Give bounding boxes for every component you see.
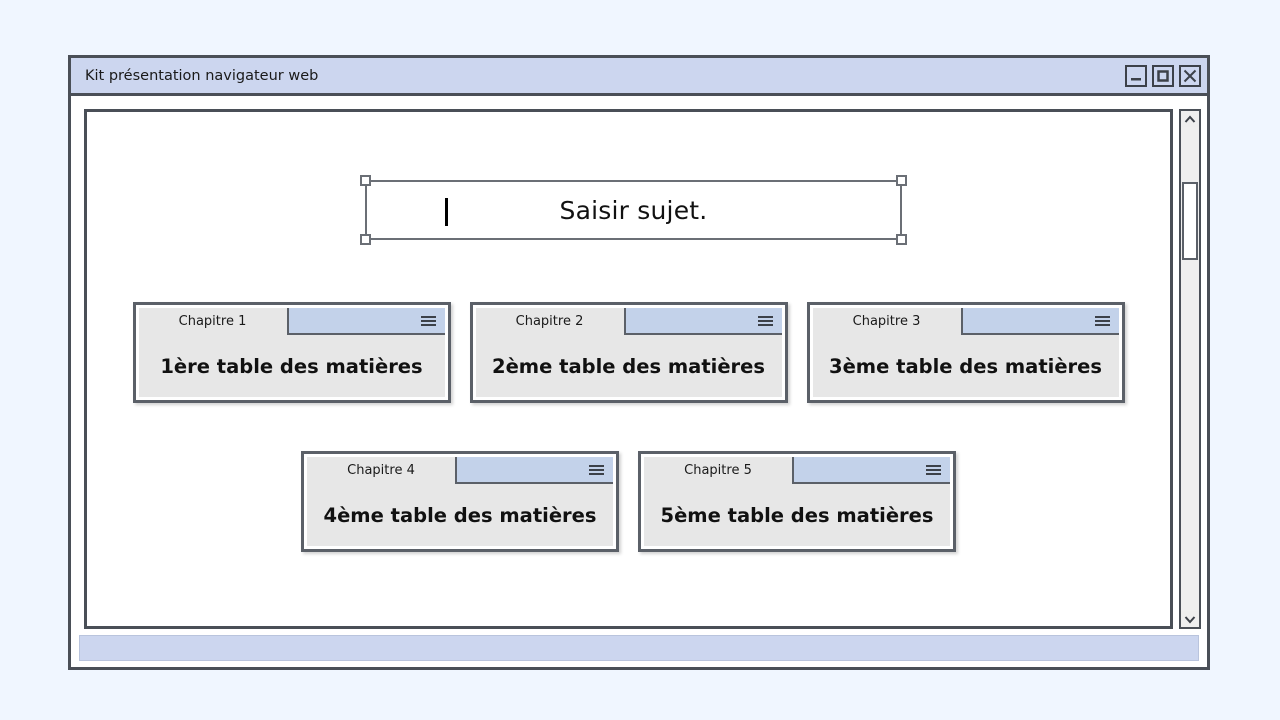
window-title-bar[interactable]: Kit présentation navigateur web — [71, 58, 1207, 96]
card-tab-2[interactable]: Chapitre 2 — [475, 308, 626, 335]
card-titlebar-1 — [288, 308, 445, 335]
scroll-up-button[interactable] — [1181, 111, 1199, 127]
card-tab-3[interactable]: Chapitre 3 — [812, 308, 963, 335]
card-titlebar-5 — [794, 457, 950, 484]
card-content-text-2: 2ème table des matières — [492, 354, 765, 378]
text-caret — [445, 198, 448, 226]
scrollbar-thumb[interactable] — [1182, 182, 1198, 260]
chapter-card-3[interactable]: Chapitre 3 3ème table des matières — [806, 302, 1125, 403]
chapter-card-2[interactable]: Chapitre 2 2ème table des matières — [469, 302, 788, 403]
status-bar — [79, 635, 1199, 661]
chevron-down-icon — [1184, 615, 1196, 623]
application-window: Kit présentation navigateur web — [68, 55, 1210, 670]
card-tab-label-2: Chapitre 2 — [515, 314, 584, 329]
chapter-cards-row-1: Chapitre 1 1ère table des matières — [87, 302, 1170, 403]
card-content-text-1: 1ère table des matières — [160, 354, 423, 378]
title-text-box[interactable]: Saisir sujet. — [360, 175, 907, 245]
hamburger-menu-icon-1[interactable] — [420, 315, 436, 326]
hamburger-menu-icon-2[interactable] — [757, 315, 773, 326]
chevron-up-icon — [1184, 115, 1196, 123]
card-top-4: Chapitre 4 — [307, 457, 613, 484]
card-content-text-5: 5ème table des matières — [660, 503, 934, 527]
window-controls — [1125, 64, 1201, 87]
window-body: Saisir sujet. Chapitre 1 — [71, 96, 1207, 629]
minimize-button[interactable] — [1125, 64, 1147, 87]
card-top-2: Chapitre 2 — [475, 308, 782, 335]
title-placeholder-text: Saisir sujet. — [559, 195, 708, 225]
card-content-5[interactable]: 5ème table des matières — [644, 484, 950, 546]
maximize-icon — [1157, 69, 1169, 82]
chapter-cards-area: Chapitre 1 1ère table des matières — [87, 302, 1170, 552]
hamburger-menu-icon-5[interactable] — [926, 464, 941, 475]
scroll-down-button[interactable] — [1181, 611, 1199, 627]
maximize-button[interactable] — [1152, 64, 1174, 87]
chapter-card-4[interactable]: Chapitre 4 4ème table des matières — [301, 451, 619, 552]
card-tab-5[interactable]: Chapitre 5 — [644, 457, 794, 484]
minimize-icon — [1131, 77, 1141, 80]
card-content-text-3: 3ème table des matières — [829, 354, 1102, 378]
card-content-1[interactable]: 1ère table des matières — [138, 335, 445, 397]
card-top-1: Chapitre 1 — [138, 308, 445, 335]
card-content-4[interactable]: 4ème table des matières — [307, 484, 613, 546]
card-titlebar-4 — [457, 457, 613, 484]
card-titlebar-2 — [625, 308, 782, 335]
card-content-text-4: 4ème table des matières — [323, 503, 597, 527]
resize-handle-bottom-right[interactable] — [896, 234, 907, 245]
hamburger-menu-icon-3[interactable] — [1094, 315, 1110, 326]
card-top-5: Chapitre 5 — [644, 457, 950, 484]
close-icon — [1183, 69, 1197, 82]
slide-canvas[interactable]: Saisir sujet. Chapitre 1 — [84, 109, 1173, 629]
card-tab-4[interactable]: Chapitre 4 — [307, 457, 457, 484]
chapter-card-5[interactable]: Chapitre 5 5ème table des matières — [638, 451, 956, 552]
vertical-scrollbar[interactable] — [1179, 109, 1201, 629]
card-tab-label-1: Chapitre 1 — [178, 314, 247, 329]
close-button[interactable] — [1179, 64, 1201, 87]
card-content-2[interactable]: 2ème table des matières — [475, 335, 782, 397]
card-content-3[interactable]: 3ème table des matières — [812, 335, 1119, 397]
resize-handle-bottom-left[interactable] — [360, 234, 371, 245]
card-tab-label-4: Chapitre 4 — [347, 463, 415, 478]
card-tab-label-5: Chapitre 5 — [684, 463, 752, 478]
hamburger-menu-icon-4[interactable] — [589, 464, 604, 475]
card-tab-1[interactable]: Chapitre 1 — [138, 308, 289, 335]
chapter-cards-row-2: Chapitre 4 4ème table des matières — [87, 451, 1170, 552]
card-top-3: Chapitre 3 — [812, 308, 1119, 335]
window-title: Kit présentation navigateur web — [85, 67, 319, 84]
card-tab-label-3: Chapitre 3 — [852, 314, 921, 329]
card-titlebar-3 — [962, 308, 1119, 335]
chapter-card-1[interactable]: Chapitre 1 1ère table des matières — [132, 302, 451, 403]
resize-handle-top-left[interactable] — [360, 175, 371, 186]
resize-handle-top-right[interactable] — [896, 175, 907, 186]
scrollbar-track[interactable] — [1181, 127, 1199, 611]
